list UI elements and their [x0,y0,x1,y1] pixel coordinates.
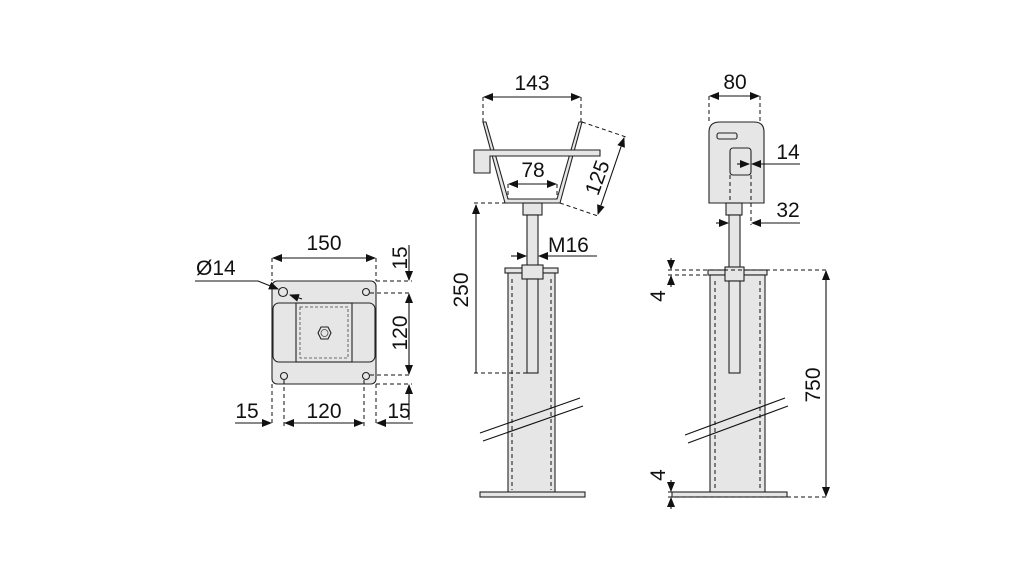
dim-hole-spacing-v: 120 [389,315,412,350]
dim-offset: 32 [776,199,799,222]
dim-plate-width: 150 [306,232,341,255]
dim-slot: 14 [776,141,800,164]
hole [279,371,289,381]
support-side-view [671,121,789,498]
front-dimensions: 143 78 125 250 M16 [450,72,627,374]
dim-top-margin: 15 [389,246,412,269]
side-dimensions: 80 14 32 4 4 750 [647,71,830,509]
dim-side-width: 80 [723,71,746,94]
dim-bottom-width: 78 [521,159,544,182]
dim-thread: M16 [548,234,589,257]
dim-top-gap: 4 [647,290,670,302]
dim-side-length: 125 [581,157,615,198]
base-plate-top-view [271,280,377,385]
hole [361,287,371,297]
dim-bottom-gap: 4 [647,469,670,481]
dim-right-margin: 15 [387,400,410,423]
dim-hole-spacing-h: 120 [306,400,341,423]
dim-hole-diameter: Ø14 [196,257,236,280]
nut-icon [317,326,332,340]
hole [277,286,289,298]
plate-dimensions: 150 Ø14 15 120 15 120 15 [195,232,413,427]
dim-height: 750 [802,367,825,402]
dim-top-width: 143 [514,72,549,95]
hole [361,371,371,381]
dim-left-margin: 15 [235,400,258,423]
dim-rod-length: 250 [450,272,473,307]
support-front-view [473,121,601,498]
